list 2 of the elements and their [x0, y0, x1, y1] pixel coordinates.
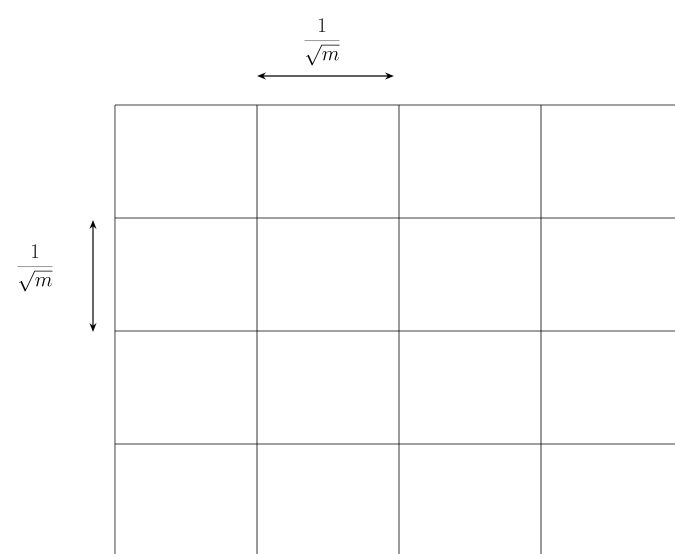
- dimension-label: $\frac{1}{\sqrt{m}}$: [304, 18, 340, 66]
- dimension-label: $\frac{1}{\sqrt{m}}$: [17, 244, 53, 292]
